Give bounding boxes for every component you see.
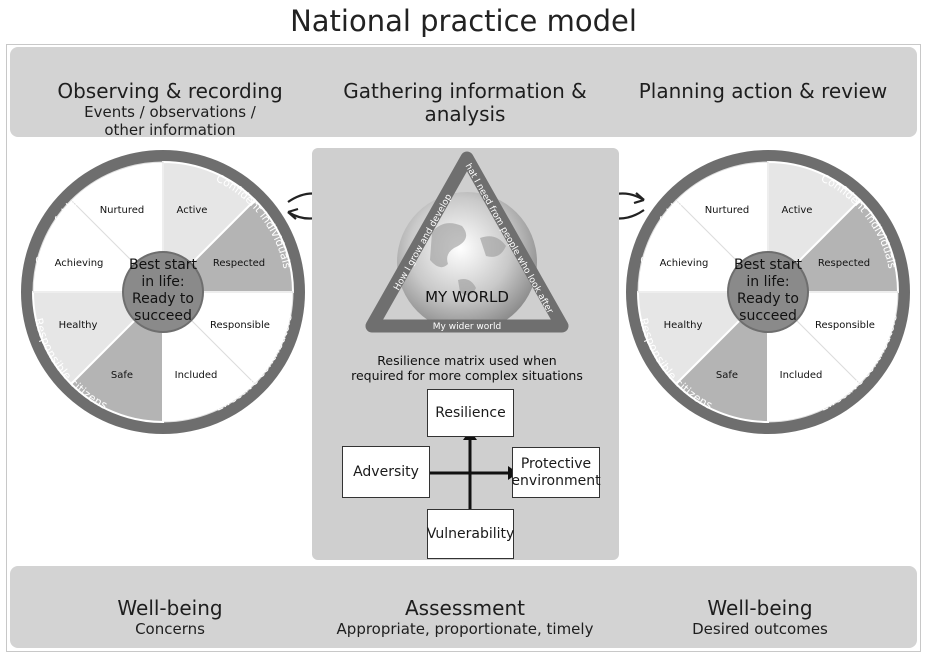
planning-heading: Planning action & review [638, 79, 888, 103]
hub-line-1: Best start [734, 257, 803, 273]
protective-line-2: environment [511, 472, 601, 489]
my-world-triangle: How I grow and develop What I need from … [362, 150, 569, 333]
planning-column: Planning action & review [628, 80, 898, 103]
protective-line-1: Protective [520, 455, 592, 472]
wellbeing-concerns-sub: Concerns [135, 620, 205, 638]
page-title: National practice model [290, 4, 637, 38]
resilience-caption-line-2: required for more complex situations [351, 368, 583, 383]
segment-label-respected: Respected [213, 258, 265, 269]
hub-line-4: succeed [739, 308, 797, 324]
my-world-label: MY WORLD [425, 288, 509, 306]
gathering-column: Gathering information & analysis [330, 80, 600, 126]
hub-line-4: succeed [134, 308, 192, 324]
segment-label-healthy: Healthy [59, 320, 98, 331]
hub-line-3: Ready to [737, 291, 799, 307]
segment-label-healthy: Healthy [664, 320, 703, 331]
diagram-frame [6, 44, 921, 652]
wellbeing-outcomes-column: Well-being Desired outcomes [630, 596, 890, 639]
gathering-heading-line-1: Gathering information & [343, 79, 587, 103]
hub-line-1: Best start [129, 257, 198, 273]
observing-subline-1: Events / observations / [84, 103, 256, 121]
segment-label-safe: Safe [716, 370, 738, 381]
segment-label-included: Included [175, 370, 218, 381]
wellbeing-wheel-right: Best start in life: Ready to succeed Act… [626, 150, 910, 434]
observing-subline-2: other information [104, 121, 236, 139]
top-band [10, 47, 917, 137]
segment-label-achieving: Achieving [55, 258, 104, 269]
segment-label-responsible: Responsible [815, 320, 875, 331]
wellbeing-outcomes-sub: Desired outcomes [692, 620, 828, 638]
adversity-box: Adversity [342, 446, 430, 498]
protective-environment-box: Protective environment [511, 447, 601, 498]
segment-label-active: Active [782, 205, 813, 216]
assessment-heading: Assessment [405, 596, 525, 620]
triangle-outline [365, 151, 569, 333]
wheel-hub [122, 251, 204, 333]
wheel-hub [727, 251, 809, 333]
wellbeing-wheel-left: Best start in life: Ready to succeed Act… [21, 150, 305, 434]
segment-label-active: Active [177, 205, 208, 216]
hub-line-2: in life: [746, 274, 789, 290]
triangle-side-bottom: My wider world [433, 322, 501, 332]
wellbeing-outcomes-heading: Well-being [707, 596, 813, 620]
segment-label-achieving: Achieving [660, 258, 709, 269]
assessment-column: Assessment Appropriate, proportionate, t… [320, 596, 610, 639]
resilience-caption-line-1: Resilience matrix used when [377, 353, 557, 368]
gathering-heading-line-2: analysis [424, 102, 506, 126]
segment-label-nurtured: Nurtured [705, 205, 750, 216]
segment-label-respected: Respected [818, 258, 870, 269]
resilience-box: Resilience [427, 389, 514, 437]
segment-label-included: Included [780, 370, 823, 381]
vulnerability-box: Vulnerability [427, 509, 514, 559]
assessment-sub: Appropriate, proportionate, timely [336, 620, 594, 638]
globe-landmass [430, 223, 506, 296]
segment-label-responsible: Responsible [210, 320, 270, 331]
resilience-caption: Resilience matrix used when required for… [322, 353, 612, 383]
wellbeing-concerns-heading: Well-being [117, 596, 223, 620]
segment-label-nurtured: Nurtured [100, 205, 145, 216]
wellbeing-concerns-column: Well-being Concerns [40, 596, 300, 639]
observing-column: Observing & recording Events / observati… [40, 79, 300, 140]
bottom-band [10, 566, 917, 648]
hub-line-3: Ready to [132, 291, 194, 307]
observing-heading: Observing & recording [57, 79, 283, 103]
hub-line-2: in life: [141, 274, 184, 290]
segment-label-safe: Safe [111, 370, 133, 381]
